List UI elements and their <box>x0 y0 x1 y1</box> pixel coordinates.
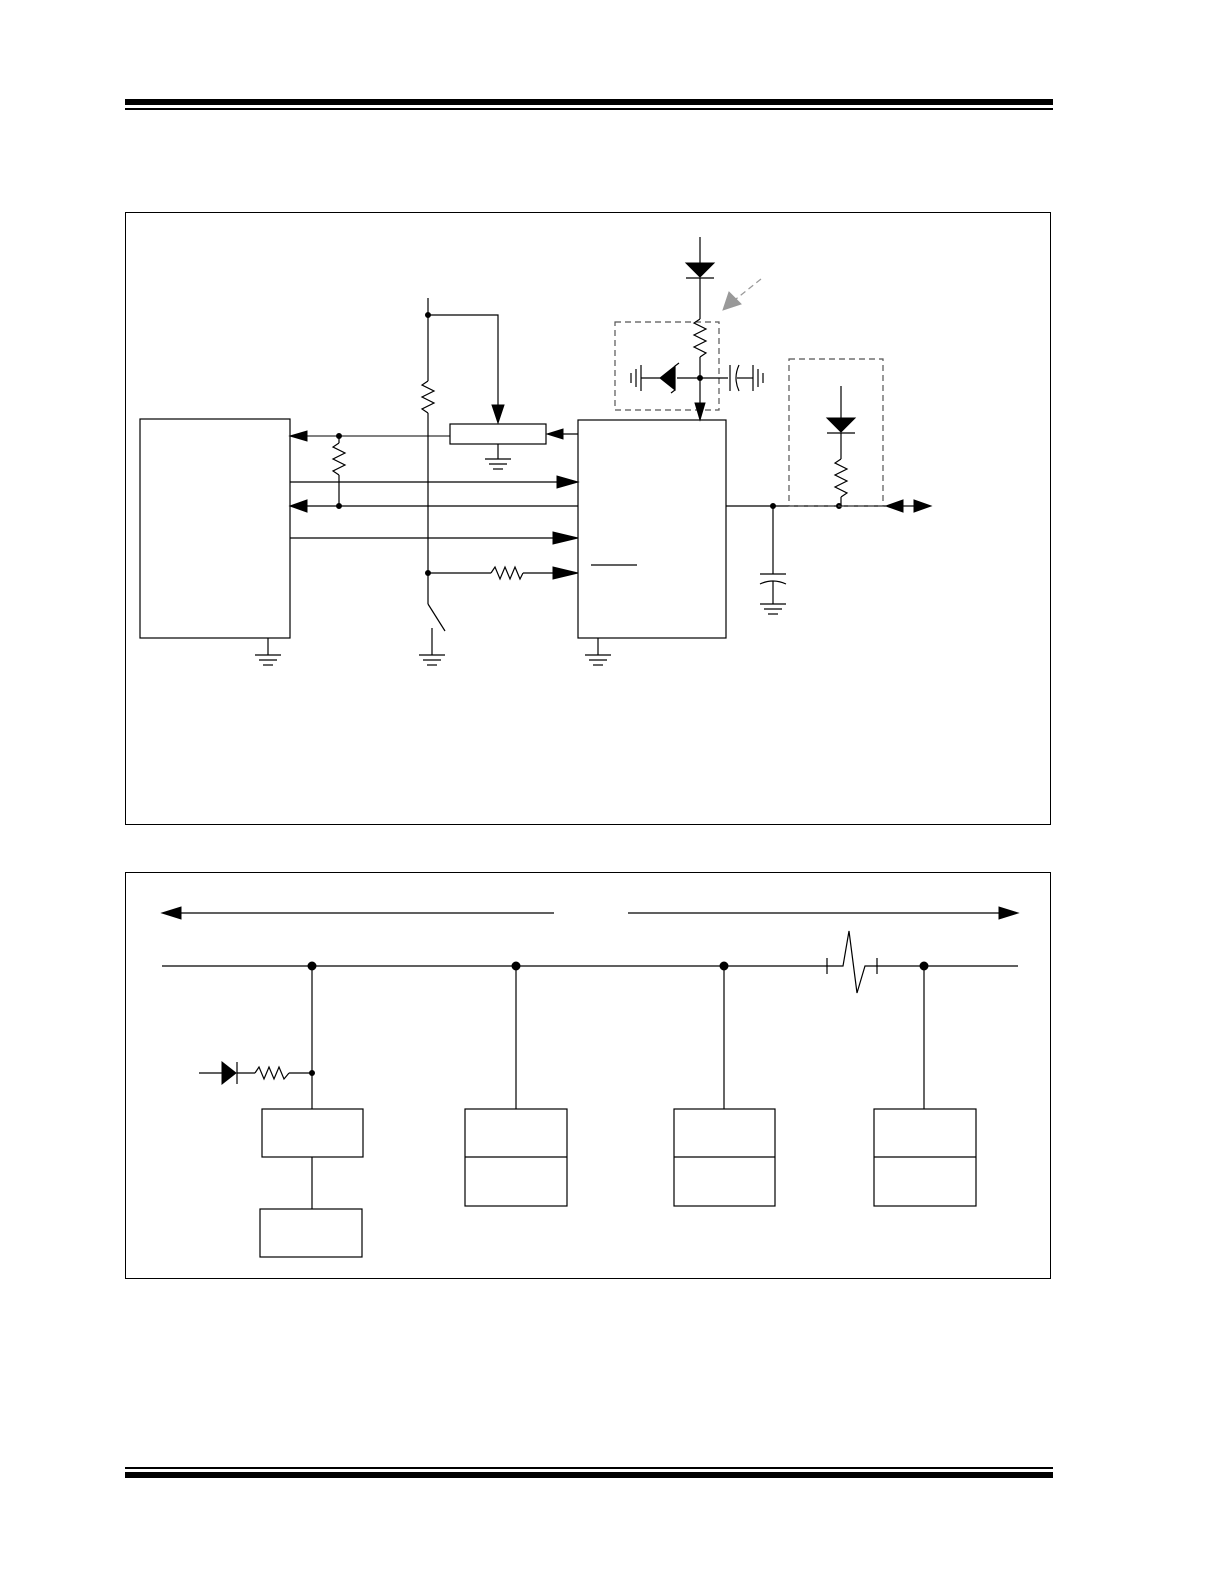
resistor-icon <box>254 1065 290 1081</box>
ground-icon <box>255 638 281 666</box>
master-host-block <box>259 1208 363 1258</box>
right-arrow-icon <box>998 906 1020 920</box>
network-diagram <box>160 906 1020 1258</box>
zener-diode-icon <box>659 364 676 392</box>
host-block <box>139 418 291 639</box>
schematic-diagram <box>139 237 933 666</box>
left-arrow-icon <box>160 906 182 920</box>
wiper-arrow-icon <box>491 404 505 425</box>
ground-icon <box>630 365 642 391</box>
resistor-icon <box>833 458 849 498</box>
device-block <box>577 419 727 639</box>
protection-group <box>614 321 720 411</box>
ground-icon <box>419 654 445 666</box>
light-arrow-icon <box>722 291 742 311</box>
potentiometer <box>449 423 547 445</box>
switch-icon <box>427 603 446 632</box>
header-rule-thin <box>125 108 1053 110</box>
ground-icon <box>485 458 511 470</box>
resistor-icon <box>692 318 708 358</box>
ground-icon <box>585 638 611 666</box>
diode-icon <box>825 417 857 433</box>
resistor-icon <box>331 442 347 476</box>
bus-break-icon <box>827 930 877 994</box>
bidirectional-arrow-icon <box>884 499 904 513</box>
ground-icon <box>752 365 764 391</box>
series-resistor-icon <box>490 565 524 581</box>
diode-icon <box>221 1060 237 1086</box>
master-block <box>261 1108 364 1158</box>
diode-icon <box>684 262 716 278</box>
schematic-panel <box>125 212 1051 825</box>
header-rule-thick <box>125 99 1053 105</box>
pullup-resistor-icon <box>420 380 436 414</box>
network-panel <box>125 872 1051 1279</box>
footer-rule-thick <box>125 1472 1053 1478</box>
ground-icon <box>760 603 786 615</box>
footer-rule-thin <box>125 1467 1053 1469</box>
